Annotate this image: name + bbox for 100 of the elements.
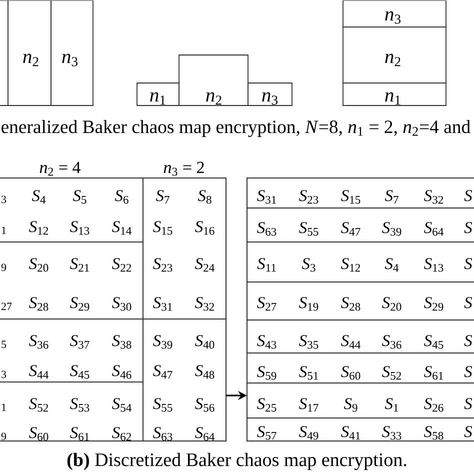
pixel-symbol: S$_{59}$ [257, 366, 276, 380]
pixel-symbol: S$_{28}$ [341, 297, 360, 311]
pixel-symbol: S$_{47}$ [341, 222, 360, 236]
pixel-symbol: S$_{60}$ [341, 366, 360, 380]
pixel-symbol: S$_{64}$ [424, 222, 444, 236]
region-box: n$_{3}$ [248, 82, 292, 106]
region-box: n$_{2}$ [342, 26, 446, 84]
region-box: n$_{1}$ [136, 82, 180, 106]
pixel-symbol: S$_{27}$ [257, 297, 276, 311]
pixel-symbol: S$_{39}$ [153, 335, 172, 349]
pixel-row [246, 178, 474, 208]
pixel-symbol: S$_{63}$ [257, 222, 276, 236]
pixel-symbol: S$_{31}$ [257, 190, 276, 204]
pixel-symbol: S$_{60}$ [29, 427, 48, 441]
pixel-symbol: S$_{7}$ [156, 190, 170, 204]
pixel-symbol: S$_{41}$ [341, 426, 360, 440]
pixel-symbol: S [464, 335, 472, 346]
pixel-symbol: S$_{29}$ [70, 297, 90, 311]
pixel-symbol: S$_{16}$ [195, 221, 214, 235]
pixel-symbol: S$_{49}$ [299, 426, 318, 440]
pixel-symbol: S$_{15}$ [153, 221, 172, 235]
pixel-symbol: 3 [2, 196, 6, 204]
pixel-symbol: S$_{19}$ [299, 297, 318, 311]
pixel-symbol: 3 [2, 370, 6, 378]
pixel-row [246, 352, 474, 384]
pixel-symbol: S$_{37}$ [70, 335, 90, 349]
pixel-symbol: S$_{40}$ [195, 335, 214, 349]
pixel-symbol: 5 [2, 340, 6, 348]
pixel-symbol: S$_{30}$ [112, 297, 132, 311]
pixel-symbol: S$_{35}$ [299, 335, 318, 349]
pixel-symbol: S$_{63}$ [153, 427, 172, 441]
pixel-symbol: S$_{53}$ [70, 398, 90, 412]
pixel-symbol: S$_{20}$ [382, 297, 402, 311]
pixel-symbol: S$_{44}$ [29, 365, 48, 379]
pixel-symbol: S$_{12}$ [341, 258, 360, 272]
pixel-symbol: 27 [1, 302, 12, 310]
pixel-symbol: S$_{52}$ [29, 398, 48, 412]
pixel-symbol: S$_{25}$ [257, 398, 276, 412]
pixel-symbol: S$_{55}$ [299, 222, 318, 236]
pixel-symbol: S$_{45}$ [70, 365, 90, 379]
pixel-symbol: S$_{12}$ [29, 221, 48, 235]
pixel-symbol: S$_{3}$ [302, 258, 316, 272]
column-label: n$_{3}$ = 2 [164, 162, 204, 176]
pixel-symbol: S$_{32}$ [195, 297, 214, 311]
figure-caption: (b) Discretized Baker chaos map encryption. [67, 452, 406, 470]
pixel-row [246, 208, 474, 242]
region-box: n$_{1}$ [342, 82, 446, 106]
pixel-symbol: S$_{31}$ [153, 297, 172, 311]
pixel-row [246, 282, 474, 320]
pixel-symbol: S$_{6}$ [114, 190, 128, 204]
pixel-symbol: S$_{43}$ [257, 335, 276, 349]
pixel-symbol: S$_{24}$ [195, 258, 214, 272]
pixel-symbol: S$_{20}$ [29, 258, 48, 272]
pixel-symbol: S$_{51}$ [299, 366, 318, 380]
pixel-row [246, 418, 474, 442]
pixel-symbol: S [464, 258, 472, 270]
region-box: n$_{2}$ [178, 54, 248, 106]
pixel-symbol: S$_{52}$ [382, 366, 401, 380]
pixel-symbol: S$_{1}$ [384, 398, 398, 412]
pixel-symbol: S$_{36}$ [382, 335, 402, 349]
pixel-symbol: S$_{45}$ [424, 335, 444, 349]
pixel-symbol: S$_{56}$ [195, 398, 214, 412]
pixel-symbol: 9 [1, 432, 6, 440]
pixel-symbol: S$_{64}$ [195, 427, 214, 441]
pixel-symbol: S$_{32}$ [424, 190, 443, 204]
pixel-symbol: S$_{11}$ [257, 258, 276, 272]
pixel-symbol: S [464, 426, 472, 438]
pixel-block [0, 382, 144, 442]
pixel-symbol: S$_{47}$ [153, 365, 172, 379]
pixel-symbol: S$_{14}$ [112, 221, 132, 235]
pixel-symbol: S$_{9}$ [344, 398, 358, 412]
pixel-symbol: S$_{39}$ [382, 222, 402, 236]
pixel-symbol: 9 [1, 264, 6, 272]
pixel-symbol: S$_{17}$ [299, 398, 318, 412]
region-box: n$_{3}$ [342, 0, 446, 28]
pixel-symbol: S$_{29}$ [424, 297, 444, 311]
figure-caption: eneralized Baker chaos map encryption, N=8, n$_{1}$ = 2, n$_{2}$=4 and [2, 120, 470, 138]
region-box: n$_{3}$ [50, 0, 94, 106]
pixel-symbol: S [464, 398, 472, 410]
pixel-symbol: S$_{26}$ [424, 398, 444, 412]
pixel-symbol: S$_{7}$ [384, 190, 398, 204]
pixel-symbol: S$_{13}$ [424, 258, 444, 272]
pixel-symbol: S$_{62}$ [112, 427, 131, 441]
pixel-symbol: S [464, 366, 472, 378]
pixel-symbol: S$_{28}$ [29, 297, 48, 311]
pixel-block [142, 178, 226, 320]
region-box: n$_{2}$ [8, 0, 52, 106]
pixel-symbol: S$_{58}$ [424, 426, 444, 440]
pixel-row [246, 382, 474, 418]
pixel-symbol: S$_{38}$ [112, 335, 132, 349]
pixel-symbol: S$_{46}$ [112, 365, 132, 379]
pixel-symbol: S [464, 297, 472, 308]
pixel-symbol: S [464, 222, 472, 234]
pixel-symbol: S$_{23}$ [153, 258, 172, 272]
pixel-symbol: S [464, 190, 472, 202]
pixel-symbol: 1 [2, 226, 6, 234]
pixel-symbol: S$_{4}$ [32, 190, 46, 204]
region-box [0, 0, 8, 106]
pixel-symbol: S$_{5}$ [72, 190, 86, 204]
pixel-symbol: S$_{23}$ [299, 190, 318, 204]
